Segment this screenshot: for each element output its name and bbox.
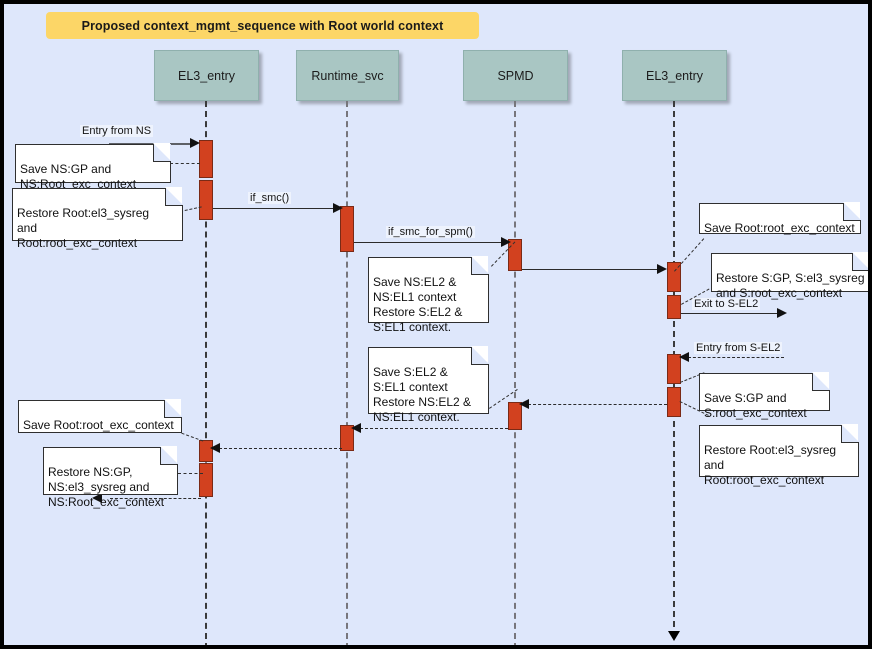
note-leader-line: [170, 163, 200, 164]
note-fold-icon: [164, 399, 182, 418]
message-label-entry-from-ns: Entry from NS: [80, 125, 154, 137]
message-label-exit-to-s-el2: Exit to S-EL2: [692, 298, 761, 310]
note-text: Restore S:GP, S:el3_sysreg and S:root_ex…: [716, 271, 865, 300]
note-save-root-exc-context-bottom: Save Root:root_exc_context: [18, 399, 182, 433]
message-line-if-smc-for-spm: [354, 242, 503, 243]
note-restore-s-gp: Restore S:GP, S:el3_sysreg and S:root_ex…: [711, 252, 868, 300]
note-fold-icon: [812, 372, 830, 391]
arrowhead-icon: [190, 138, 200, 148]
message-line-el3-exit-return: [110, 498, 201, 499]
message-label-entry-from-s-el2: Entry from S-EL2: [694, 342, 783, 354]
note-fold-icon: [165, 187, 183, 206]
message-line-exit-to-s-el2: [681, 313, 779, 314]
activation-bar: [340, 425, 354, 451]
diagram-title: Proposed context_mgmt_sequence with Root…: [81, 18, 444, 33]
activation-bar: [667, 295, 681, 319]
note-fold-icon: [471, 346, 489, 365]
activation-bar: [508, 402, 522, 430]
note-fold-icon: [153, 143, 171, 162]
participant-runtime-svc[interactable]: Runtime_svc: [296, 50, 399, 101]
activation-bar: [667, 354, 681, 384]
note-fold-icon: [843, 202, 861, 221]
note-text: Save Root:root_exc_context: [23, 418, 174, 432]
note-text: Restore Root:el3_sysreg and Root:root_ex…: [17, 206, 150, 250]
arrowhead-icon: [777, 308, 787, 318]
activation-bar: [667, 262, 681, 292]
note-fold-icon: [471, 256, 489, 275]
message-line-if-smc: [213, 208, 335, 209]
activation-bar: [199, 140, 213, 178]
arrowhead-icon: [210, 443, 220, 453]
lifeline-spmd: [514, 101, 516, 645]
arrowhead-icon: [333, 203, 343, 213]
note-restore-root-el3-sysreg: Restore Root:el3_sysreg and Root:root_ex…: [12, 187, 183, 250]
lifeline-el3-entry-left: [205, 101, 207, 645]
activation-bar: [340, 206, 354, 252]
activation-bar: [508, 239, 522, 271]
message-line-entry-from-s-el2: [688, 357, 784, 358]
note-fold-icon: [852, 252, 868, 271]
participant-label: SPMD: [497, 68, 534, 83]
lifeline-end-arrow-icon: [668, 631, 680, 641]
note-text: Save S:EL2 & S:EL1 context Restore NS:EL…: [373, 365, 472, 424]
note-text: Restore NS:GP, NS:el3_sysreg and NS:Root…: [48, 465, 165, 509]
note-save-root-exc-context-top: Save Root:root_exc_context: [699, 202, 861, 235]
note-fold-icon: [160, 446, 178, 465]
participant-el3-entry-right[interactable]: EL3_entry: [622, 50, 727, 101]
note-text: Restore Root:el3_sysreg and Root:root_ex…: [704, 443, 837, 487]
participant-label: EL3_entry: [178, 68, 235, 83]
participant-label: EL3_entry: [646, 68, 703, 83]
message-line-spmd-to-runtime-return: [360, 428, 508, 429]
activation-bar: [199, 180, 213, 220]
message-line-runtime-to-el3-return: [219, 448, 342, 449]
message-line-spmd-to-el3: [522, 269, 659, 270]
note-fold-icon: [841, 424, 859, 443]
message-label-if-smc-for-spm: if_smc_for_spm(): [386, 226, 475, 238]
arrowhead-icon: [351, 423, 361, 433]
note-save-ns-el2: Save NS:EL2 & NS:EL1 context Restore S:E…: [368, 256, 489, 334]
arrowhead-icon: [501, 237, 511, 247]
lifeline-runtime-svc: [346, 101, 348, 645]
arrowhead-icon: [519, 399, 529, 409]
arrowhead-icon: [679, 352, 689, 362]
activation-bar: [667, 387, 681, 417]
note-text: Save NS:EL2 & NS:EL1 context Restore S:E…: [373, 275, 463, 334]
note-leader-line: [674, 238, 705, 272]
note-text: Save Root:root_exc_context: [704, 221, 855, 235]
participant-spmd[interactable]: SPMD: [463, 50, 568, 101]
activation-bar: [199, 463, 213, 497]
note-leader-line: [178, 473, 203, 474]
diagram-title-bar: Proposed context_mgmt_sequence with Root…: [46, 12, 479, 39]
note-restore-root-el3-sysreg-right: Restore Root:el3_sysreg and Root:root_ex…: [699, 424, 859, 487]
participant-el3-entry-left[interactable]: EL3_entry: [154, 50, 259, 101]
participant-label: Runtime_svc: [311, 68, 384, 83]
note-save-s-gp: Save S:GP and S:root_exc_context: [699, 372, 830, 420]
note-save-s-el2: Save S:EL2 & S:EL1 context Restore NS:EL…: [368, 346, 489, 424]
note-text: Save S:GP and S:root_exc_context: [704, 391, 807, 420]
note-save-ns-gp: Save NS:GP and NS:Root_exc_context: [15, 143, 171, 191]
note-restore-ns-gp: Restore NS:GP, NS:el3_sysreg and NS:Root…: [43, 446, 178, 509]
note-text: Save NS:GP and NS:Root_exc_context: [20, 162, 137, 191]
message-label-if-smc: if_smc(): [248, 192, 292, 204]
arrowhead-icon: [92, 493, 102, 503]
message-line-el3-to-spmd-return: [528, 404, 667, 405]
arrowhead-icon: [657, 264, 667, 274]
